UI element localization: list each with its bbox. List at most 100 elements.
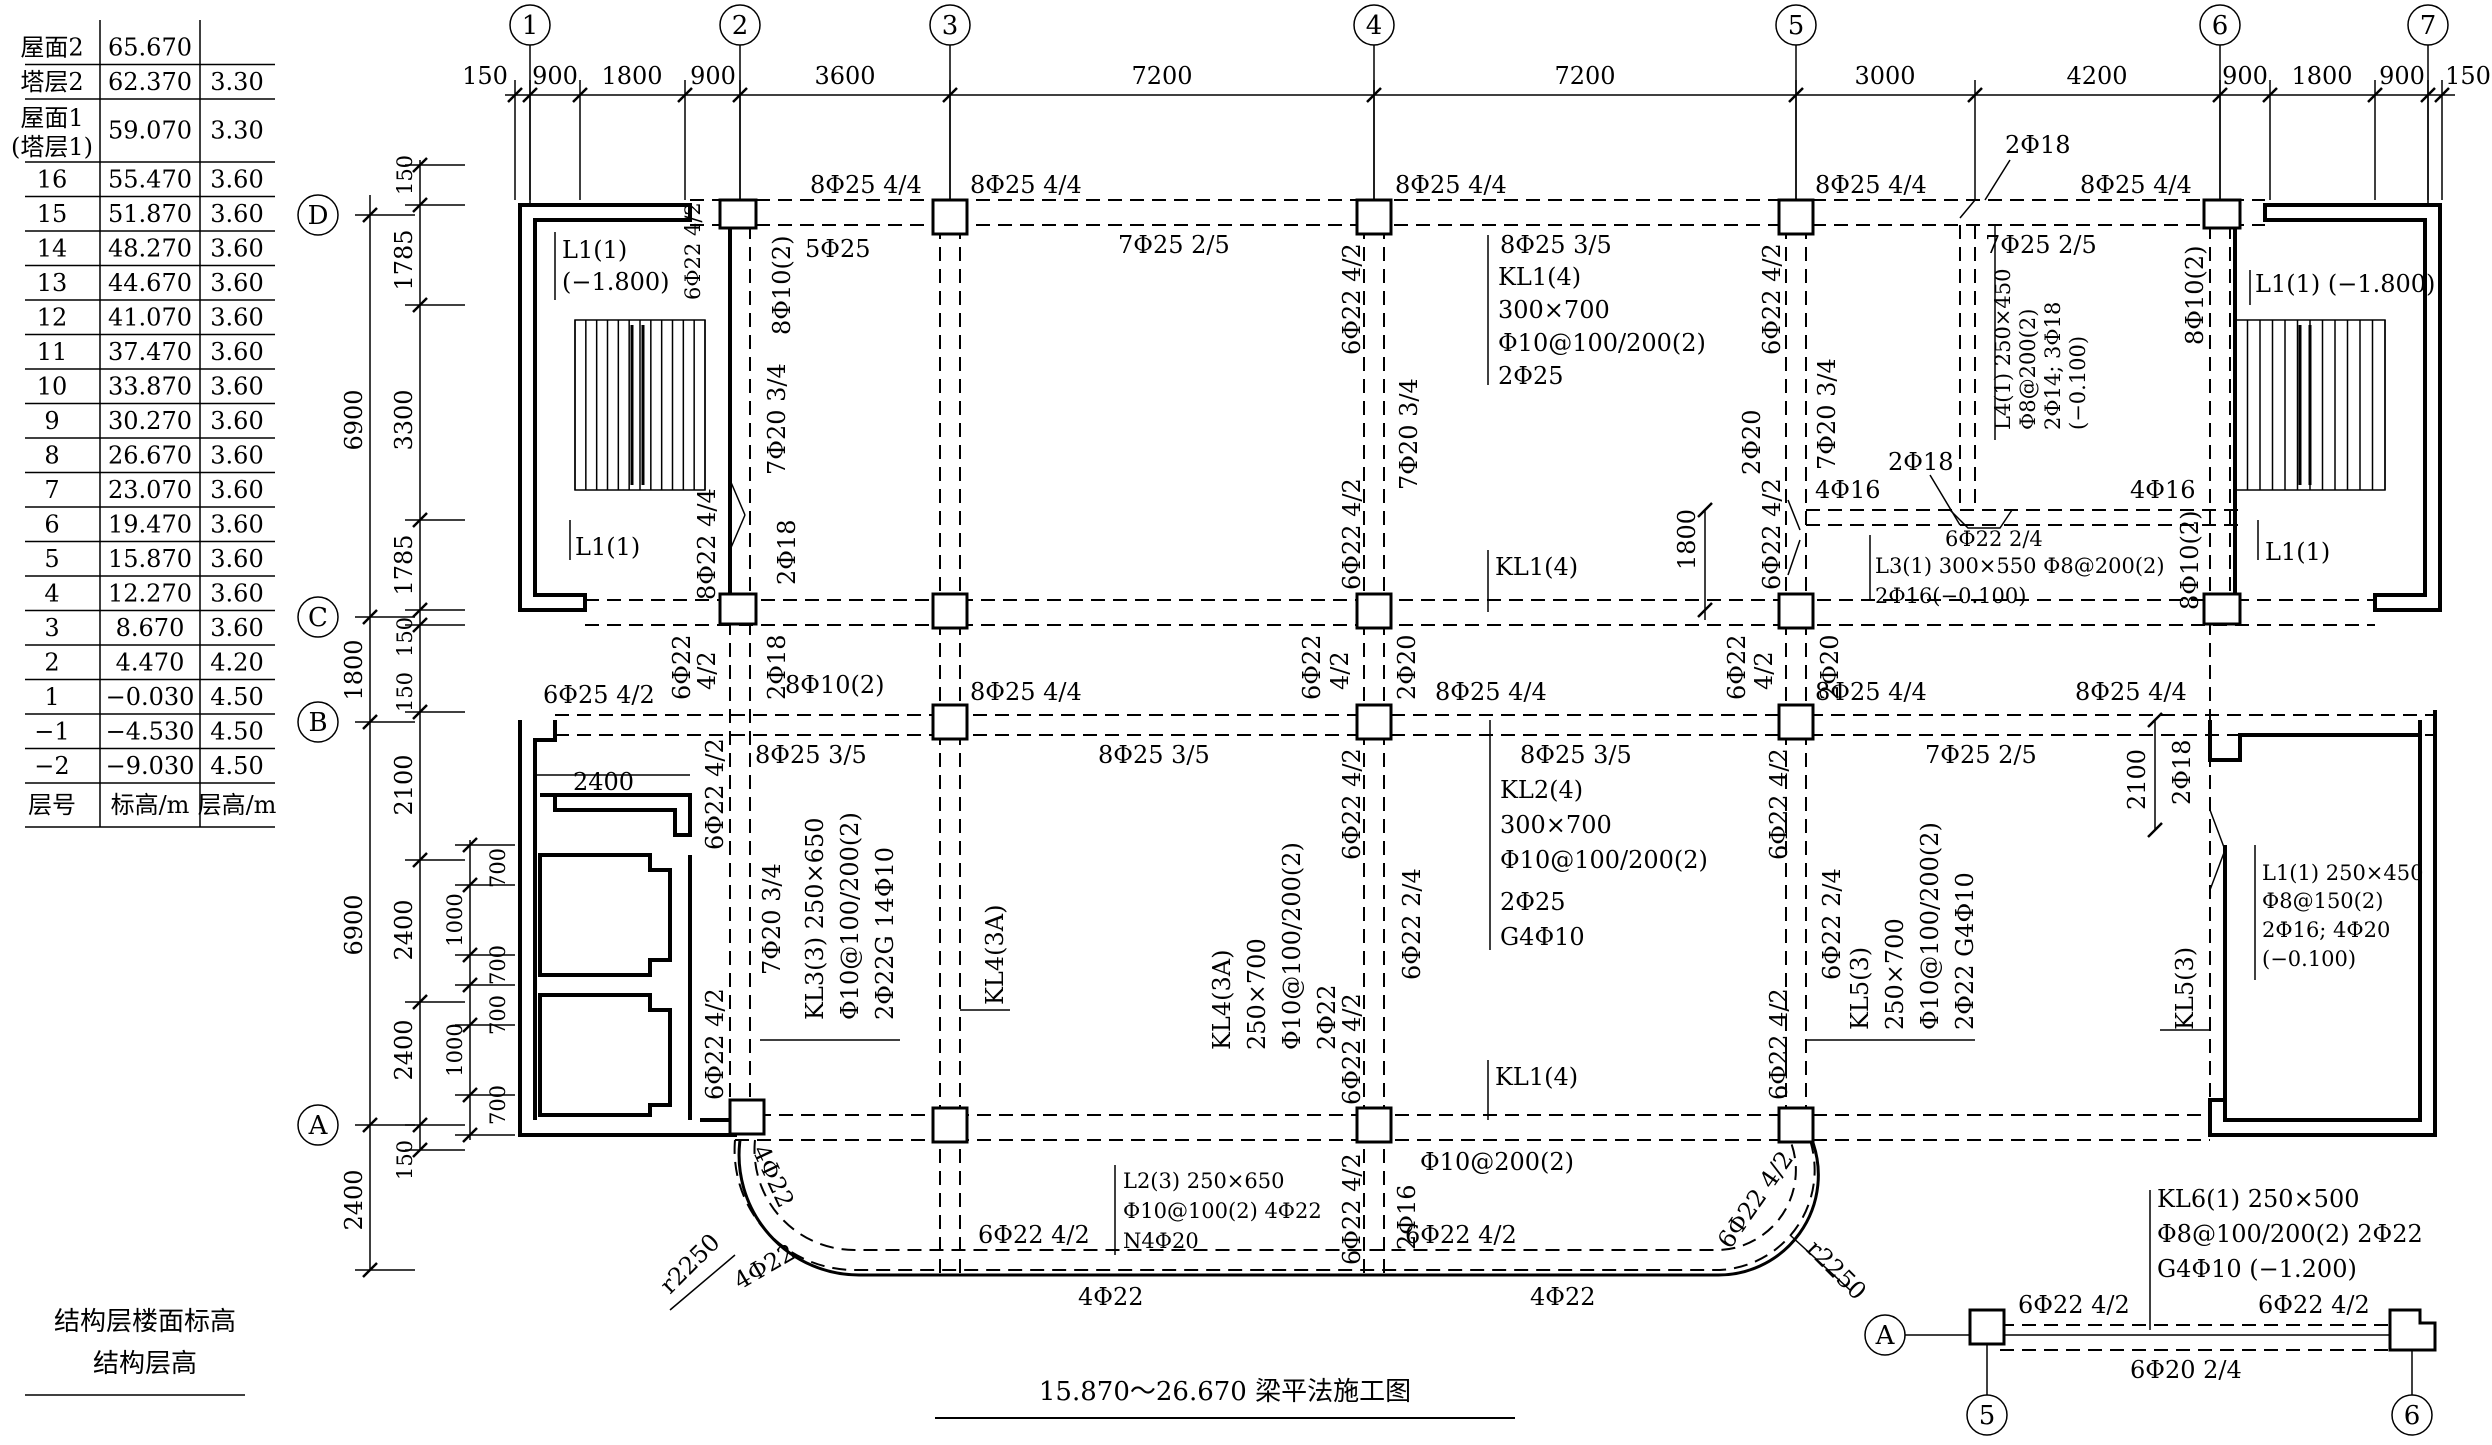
l3-1: L3(1) 300×550 Φ8@200(2) <box>1875 554 2165 578</box>
level-table-caption-1: 结构层楼面标高 <box>54 1307 236 1337</box>
level-floor-label: (塔层1) <box>11 133 93 161</box>
kl4-3: Φ10@100/200(2) <box>1278 842 1306 1050</box>
column-C2 <box>718 592 758 626</box>
column-C4 <box>1355 592 1393 630</box>
ann-6d22-42-kl5b: 6Φ22 4/2 <box>1765 988 1793 1100</box>
l1-left-c: L1(1) <box>575 533 640 561</box>
b-8d25-44d: 8Φ25 4/4 <box>2075 678 2187 706</box>
ann-6d22-42-c4: 6Φ22 4/2 <box>1338 243 1366 355</box>
svg-text:150: 150 <box>393 155 417 195</box>
level-floor-label: 13 <box>37 269 68 297</box>
column-D2 <box>718 198 758 230</box>
c-42-b: 4/2 <box>1326 651 1354 690</box>
kl5-4: 2Φ22 G4Φ10 <box>1951 872 1979 1030</box>
kl6-1: KL6(1) 250×500 <box>2157 1185 2360 1213</box>
kl2-5: 2Φ25 <box>1500 888 1565 916</box>
column-B5 <box>1777 703 1815 741</box>
level-storey-height: 3.60 <box>210 234 263 262</box>
c-6d22-b: 6Φ22 <box>1298 635 1326 700</box>
svg-text:700: 700 <box>486 848 510 888</box>
kl6-axis-5: 5 <box>1979 1401 1996 1431</box>
column-A4 <box>1355 1106 1393 1144</box>
column-B4 <box>1355 703 1393 741</box>
c-2d20-b: 2Φ20 <box>1816 635 1844 700</box>
level-table-caption-2: 结构层高 <box>93 1349 197 1379</box>
level-storey-height: 3.60 <box>210 303 263 331</box>
ann-2400-lift: 2400 <box>573 768 634 796</box>
arc-6d22-42-d: 6Φ22 4/2 <box>1712 1146 1799 1254</box>
level-floor-label: 8 <box>44 441 59 469</box>
svg-text:1800: 1800 <box>340 639 368 700</box>
svg-text:1000: 1000 <box>443 893 467 946</box>
arc-6d22-42-b: 6Φ22 4/2 <box>1405 1221 1517 1249</box>
svg-text:1: 1 <box>522 11 539 41</box>
column-A2 <box>728 1098 766 1136</box>
kl2-6: G4Φ10 <box>1500 923 1585 951</box>
svg-text:150: 150 <box>393 617 417 657</box>
column-D4 <box>1355 198 1393 236</box>
top-dimension-value: 1800 <box>601 62 662 90</box>
level-floor-label: 9 <box>44 407 59 435</box>
arc-4d22-d: 4Φ22 <box>1530 1283 1595 1311</box>
kl6-detail: A 5 6 KL6(1) 250×500 Φ8@100/200(2) 2Φ22 … <box>1864 1185 2437 1436</box>
kl6-axis-a: A <box>1875 1321 1896 1351</box>
level-storey-height: 3.60 <box>210 269 263 297</box>
b-8d25-44b: 8Φ25 4/4 <box>1435 678 1547 706</box>
arc-4d22-c: 4Φ22 <box>1078 1283 1143 1311</box>
kl4-4: 2Φ22 <box>1313 985 1341 1050</box>
level-floor-label: −1 <box>34 717 69 745</box>
level-header-floor: 层号 <box>28 791 76 819</box>
ann-d-span3: 7Φ25 2/5 <box>1118 231 1230 259</box>
svg-text:1785: 1785 <box>390 534 418 595</box>
level-elevation: 30.270 <box>108 407 192 435</box>
svg-text:2400: 2400 <box>390 1019 418 1080</box>
top-dimension-value: 4200 <box>2066 62 2127 90</box>
level-storey-height: 3.60 <box>210 510 263 538</box>
level-elevation: 26.670 <box>108 441 192 469</box>
level-storey-height: 4.50 <box>210 717 263 745</box>
level-elevation: 51.870 <box>108 200 192 228</box>
ann-d-b: 8Φ25 4/4 <box>970 171 1082 199</box>
level-floor-label: 5 <box>44 545 59 573</box>
svg-text:700: 700 <box>486 995 510 1035</box>
ann-4d16-left: 4Φ16 <box>1815 476 1880 504</box>
svg-text:700: 700 <box>486 1085 510 1125</box>
svg-text:5: 5 <box>1788 11 1805 41</box>
ann-6d22-42-c5: 6Φ22 4/2 <box>1758 243 1786 355</box>
kl4-2: 250×700 <box>1243 938 1271 1050</box>
arc-6d22-42-c: 6Φ22 4/2 <box>1338 1153 1366 1265</box>
column-D5 <box>1777 198 1815 236</box>
column-D6 <box>2202 198 2242 230</box>
arc-r-right: r2250 <box>1801 1234 1872 1305</box>
level-storey-height: 3.60 <box>210 579 263 607</box>
b-8d25-35a: 8Φ25 3/5 <box>755 741 867 769</box>
ann-6d22-42-kl4a: 6Φ22 4/2 <box>1338 748 1366 860</box>
kl3-1: KL3(3) 250×650 <box>801 818 829 1021</box>
kl6-axis-6: 6 <box>2404 1401 2421 1431</box>
ann-6d22-24-kl4: 6Φ22 2/4 <box>1398 868 1426 980</box>
level-floor-label: 16 <box>37 165 68 193</box>
axis-bubble-C: C <box>297 596 339 638</box>
c-2d18: 2Φ18 <box>763 635 791 700</box>
l2-3: N4Φ20 <box>1123 1229 1199 1253</box>
level-elevation: 55.470 <box>108 165 192 193</box>
level-storey-height: 3.60 <box>210 614 263 642</box>
level-elevation: 44.670 <box>108 269 192 297</box>
ann-6d22-24-mid: 6Φ22 2/4 <box>1945 527 2043 551</box>
column-C3 <box>931 592 969 630</box>
kl1-line5: 2Φ25 <box>1498 362 1563 390</box>
level-floor-label: 7 <box>44 476 59 504</box>
svg-text:150: 150 <box>393 672 417 712</box>
level-floor-label: 2 <box>44 648 59 676</box>
level-elevation: 59.070 <box>108 117 192 145</box>
top-dimension-value: 3600 <box>814 62 875 90</box>
ann-2d18-right: 2Φ18 <box>2168 740 2196 805</box>
kl6-r: 6Φ22 4/2 <box>2258 1291 2370 1319</box>
arc-d10-200: Φ10@200(2) <box>1420 1148 1574 1176</box>
level-floor-label: 12 <box>37 303 68 331</box>
level-elevation: 23.070 <box>108 476 192 504</box>
kl1-line4: Φ10@100/200(2) <box>1498 329 1706 357</box>
svg-text:A: A <box>308 1111 329 1141</box>
l4-2: Φ8@200(2) <box>2016 309 2040 430</box>
kl2-3: 300×700 <box>1500 811 1612 839</box>
